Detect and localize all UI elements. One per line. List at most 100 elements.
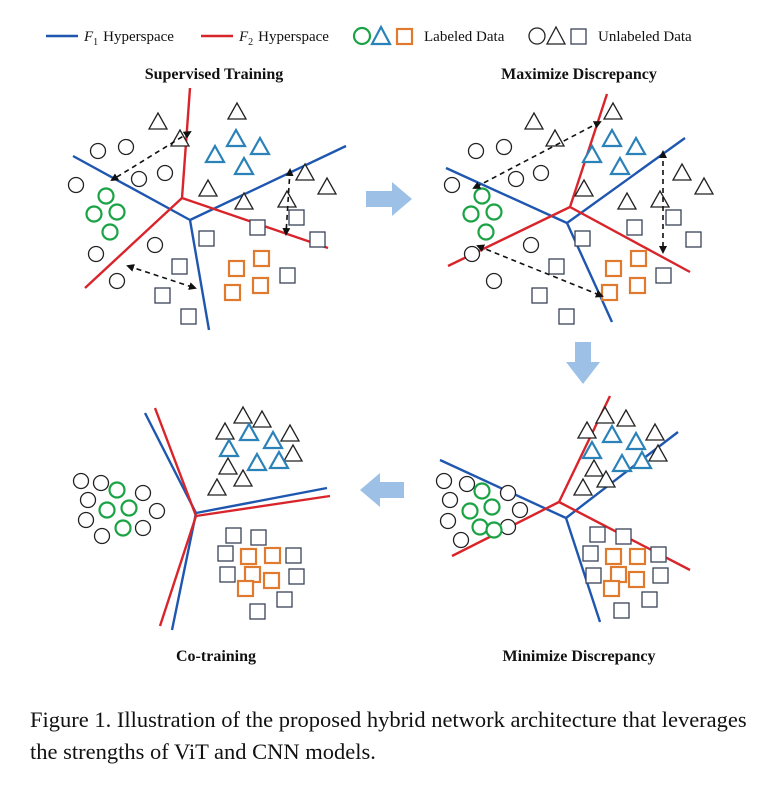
data-point [625,430,647,451]
data-point [471,518,489,536]
panel-maximize [443,93,715,325]
data-point [92,474,110,492]
data-point [443,176,461,194]
data-point [626,219,643,236]
legend-labeled-triangle-icon [370,24,392,46]
data-point [495,138,513,156]
data-point [246,451,268,472]
f1-boundary [143,412,328,631]
data-point [585,567,602,584]
legend-unlabeled-text: Unlabeled Data [598,29,692,45]
data-point [198,230,215,247]
data-point [462,205,480,223]
data-point [644,422,666,441]
data-point [600,283,619,302]
unlabeled-triangles [572,405,669,496]
data-point [609,155,631,176]
data-point [485,203,503,221]
data-point [309,231,326,248]
data-point [655,267,672,284]
data-point [243,565,262,584]
data-point [239,547,258,566]
data-point [108,203,126,221]
flow-arrow-down [566,342,600,384]
data-point [120,499,138,517]
data-point [558,308,575,325]
data-point [156,164,174,182]
data-point [473,482,491,500]
data-point [441,491,459,509]
data-point [85,205,103,223]
data-point [477,223,495,241]
data-point [72,472,90,490]
unlabeled-triangles [147,101,338,210]
labeled-triangles [218,421,290,472]
data-point [576,420,598,439]
data-point [531,287,548,304]
data-point [589,526,606,543]
data-point [473,187,491,205]
labeled-circles [85,187,126,241]
data-point [511,501,529,519]
data-point [616,191,638,210]
data-point [117,138,135,156]
data-point [171,258,188,275]
data-point [251,276,270,295]
data-point [262,429,284,450]
data-point [279,267,296,284]
data-point [204,143,226,164]
labeled-squares [223,249,271,302]
data-point [249,603,266,620]
data-point [647,443,669,462]
labeled-squares [600,249,648,302]
data-point [232,405,254,424]
labeled-squares [602,547,647,598]
data-point [628,276,647,295]
data-point [463,245,481,263]
data-point [611,452,633,473]
data-point [223,283,242,302]
data-point [665,209,682,226]
panel-title-maximize: Maximize Discrepancy [501,66,657,83]
data-point [233,155,255,176]
data-point [615,528,632,545]
data-point [250,529,267,546]
f2-boundary [153,407,331,627]
data-point [93,527,111,545]
data-point [217,456,239,475]
data-point [467,142,485,160]
data-point [601,423,623,444]
legend-unlabeled-triangle-icon [545,25,567,45]
data-point [232,468,254,487]
data-point [108,481,126,499]
data-point [595,469,617,488]
dashed-arrow [282,168,294,236]
data-point [97,187,115,205]
data-point [652,567,669,584]
data-point [225,527,242,544]
data-point [130,170,148,188]
data-point [458,475,476,493]
data-point [532,164,550,182]
dashed-arrow [476,244,604,298]
data-point [461,502,479,520]
data-point [288,209,305,226]
flow-arrow-left [360,473,404,507]
data-point [483,498,501,516]
figure-caption: Figure 1. Illustration of the proposed h… [30,707,747,764]
data-point [522,236,540,254]
data-point [276,189,298,208]
data-point [148,502,166,520]
data-point [214,421,236,440]
unlabeled-triangles [523,101,715,210]
data-point [225,127,247,148]
data-point [452,531,470,549]
data-point [251,409,273,428]
data-point [485,272,503,290]
data-point [439,512,457,530]
discrepancy-arrows [110,130,294,290]
data-point [219,566,236,583]
